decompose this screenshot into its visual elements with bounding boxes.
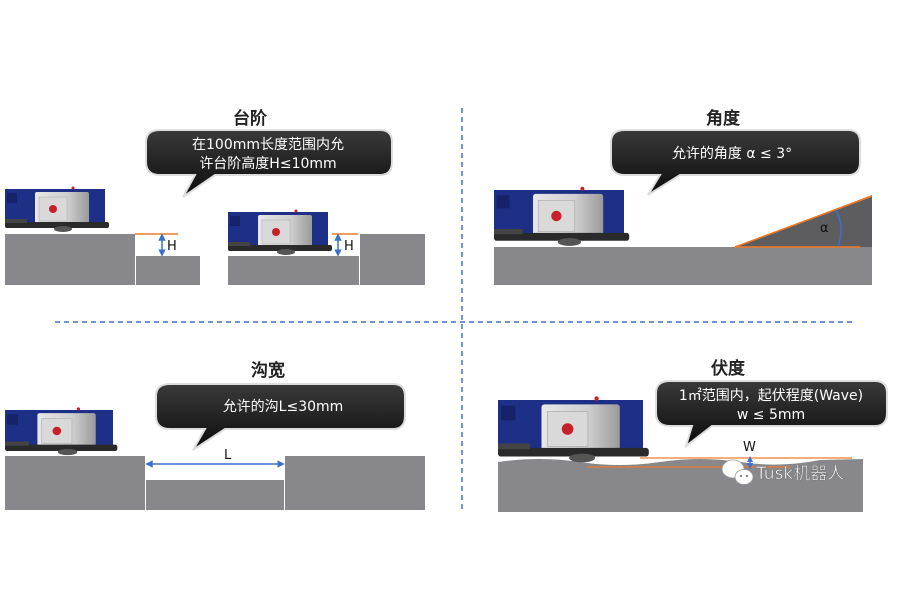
panel-title: 角度: [706, 108, 741, 129]
angle-arc: [835, 209, 842, 247]
ground-right: [285, 456, 425, 510]
bubble-text: w ≤ 5mm: [737, 407, 805, 423]
ground-lower: [136, 256, 200, 285]
panel-title: 台阶: [233, 108, 268, 129]
ramp-line: [734, 195, 873, 248]
robot: [227, 209, 333, 256]
height-label: H: [167, 239, 177, 254]
gap-label: L: [224, 448, 232, 463]
wave-label: W: [743, 440, 756, 455]
speech-bubble: [610, 129, 861, 196]
ground-lower: [228, 256, 359, 285]
panel-wave: 伏度 1㎡范围内，起伏程度(Wave) w ≤ 5mm W Tusk机器人: [497, 358, 888, 512]
panel-gap: 沟宽 允许的沟L≤30mm L: [4, 360, 425, 510]
speech-bubble: [145, 129, 393, 198]
speech-bubble: [655, 380, 888, 449]
panel-angle: 角度 允许的角度 α ≤ 3° α: [493, 108, 873, 285]
panel-title: 沟宽: [251, 360, 285, 381]
ground: [494, 247, 872, 285]
watermark: Tusk机器人: [755, 464, 844, 484]
speech-bubble: [155, 383, 406, 451]
robot: [4, 406, 118, 456]
ground-gap-bottom: [146, 480, 284, 510]
bubble-text: 允许的沟L≤30mm: [223, 399, 344, 415]
robot: [493, 186, 630, 247]
wechat-icon: [721, 459, 754, 485]
robot: [4, 186, 110, 233]
ground-upper: [5, 234, 135, 285]
ground-left: [5, 456, 145, 510]
bubble-text: 许台阶高度H≤10mm: [199, 155, 336, 172]
angle-label: α: [820, 221, 829, 236]
bubble-text: 1㎡范围内，起伏程度(Wave): [679, 387, 863, 404]
panel-step: 台阶 在100mm长度范围内允 许台阶高度H≤10mm H H: [4, 108, 425, 285]
panel-title: 伏度: [711, 358, 746, 379]
height-label: H: [344, 239, 354, 254]
bubble-text: 在100mm长度范围内允: [192, 136, 344, 153]
robot: [497, 395, 650, 464]
bubble-text: 允许的角度 α ≤ 3°: [672, 146, 792, 162]
ground-upper: [360, 234, 425, 285]
wavy-ground: [498, 459, 863, 512]
